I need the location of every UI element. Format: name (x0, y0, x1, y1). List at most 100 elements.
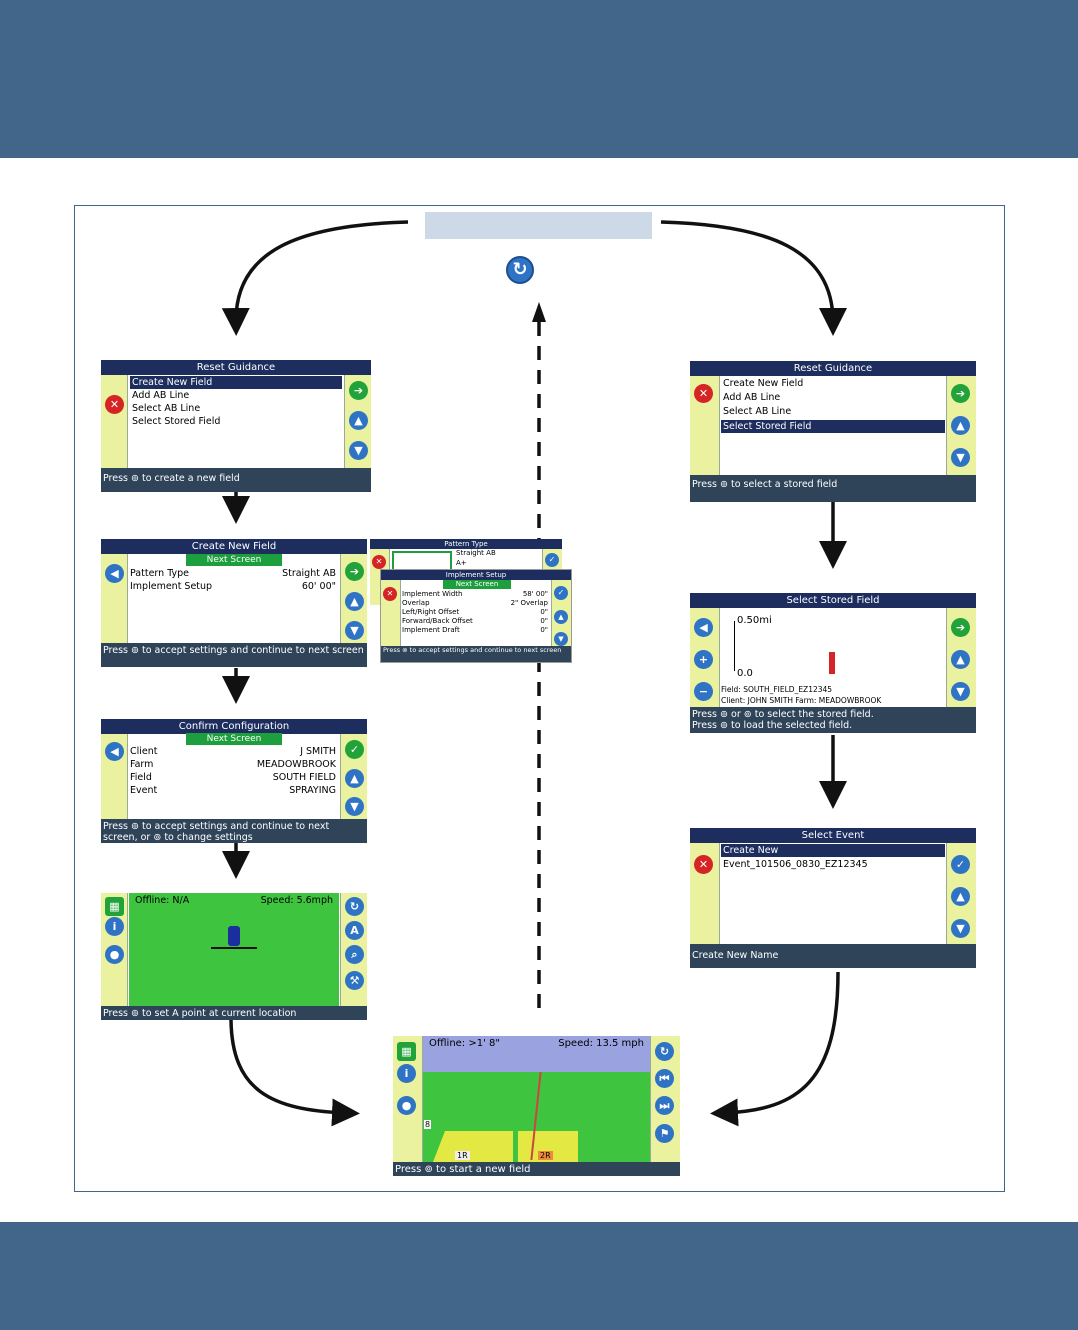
next-arrow-icon[interactable]: ➔ (951, 618, 970, 637)
down-arrow-icon[interactable]: ▼ (951, 448, 970, 467)
reset-guidance-screen-left: Reset Guidance ✕ Create New Field Add AB… (101, 360, 371, 492)
screen-title: Confirm Configuration (101, 719, 367, 734)
top-banner (0, 0, 1078, 158)
down-arrow-icon[interactable]: ▼ (951, 919, 970, 938)
screen-footer: Press ⊚ to set A point at current locati… (101, 1006, 367, 1020)
list-item[interactable]: Select Stored Field (721, 420, 945, 433)
close-icon[interactable]: ✕ (372, 555, 386, 569)
down-arrow-icon[interactable]: ▼ (554, 632, 568, 646)
list-item[interactable]: Add AB Line (132, 390, 190, 401)
select-stored-field-screen: Select Stored Field ◀ + − 0.50mi 0.0 Fie… (690, 593, 976, 733)
info-icon[interactable]: i (105, 917, 124, 936)
zoom-icon[interactable]: ⌕ (345, 945, 364, 964)
swath-left (433, 1131, 513, 1162)
down-arrow-icon[interactable]: ▼ (951, 682, 970, 701)
up-arrow-icon[interactable]: ▲ (951, 887, 970, 906)
screen-footer: Press ⊚ to create a new field (101, 468, 371, 492)
up-arrow-icon[interactable]: ▲ (345, 769, 364, 788)
speed-readout: Speed: 13.5 mph (558, 1038, 644, 1049)
list-item[interactable]: Create New Field (130, 376, 342, 389)
next-screen-button[interactable]: Next Screen (443, 580, 511, 589)
list-item[interactable]: Event_101506_0830_EZ12345 (723, 859, 868, 870)
check-icon[interactable]: ✓ (345, 740, 364, 759)
next-arrow-icon[interactable]: ➔ (349, 381, 368, 400)
close-icon[interactable]: ✕ (383, 587, 397, 601)
a-point-icon[interactable]: A (345, 921, 364, 940)
scale-bottom: 0.0 (737, 668, 753, 679)
map-icon[interactable]: ▦ (105, 897, 124, 916)
screen-footer: Press ⊚ to select a stored field (690, 475, 976, 502)
arrow-s4-b (229, 1019, 360, 1127)
field-icon[interactable]: ⚑ (655, 1124, 674, 1143)
vehicle-icon (228, 926, 240, 946)
next-arrow-icon[interactable]: ➔ (345, 562, 364, 581)
screen-title: Pattern Type (370, 539, 562, 549)
next-screen-button[interactable]: Next Screen (186, 733, 282, 745)
skip-forward-icon[interactable]: ⏭ (655, 1096, 674, 1115)
back-arrow-icon[interactable]: ◀ (105, 564, 124, 583)
refresh-icon[interactable]: ↻ (345, 897, 364, 916)
screen-footer: Press ⊚ to start a new field (393, 1162, 680, 1176)
info-icon[interactable]: i (397, 1064, 416, 1083)
offline-readout: Offline: >1' 8" (429, 1038, 500, 1049)
field-marker-icon (829, 652, 835, 674)
check-icon[interactable]: ✓ (951, 855, 970, 874)
map-icon[interactable]: ▦ (397, 1042, 416, 1061)
reset-guidance-screen-right: Reset Guidance ✕ Create New Field Add AB… (690, 361, 976, 502)
refresh-icon[interactable]: ↻ (655, 1042, 674, 1061)
user-icon[interactable]: ● (397, 1096, 416, 1115)
next-arrow-icon[interactable]: ➔ (951, 384, 970, 403)
close-icon[interactable]: ✕ (694, 384, 713, 403)
screen-footer: Press ⊚ to accept settings and continue … (101, 643, 367, 667)
list-item[interactable]: Add AB Line (723, 392, 781, 403)
row-label: 8 (424, 1120, 432, 1129)
close-icon[interactable]: ✕ (105, 395, 124, 414)
down-arrow-icon[interactable]: ▼ (349, 441, 368, 460)
down-arrow-icon[interactable]: ▼ (345, 797, 364, 816)
check-icon[interactable]: ✓ (554, 586, 568, 600)
up-arrow-icon[interactable]: ▲ (951, 416, 970, 435)
screen-footer: Press ⊚ to accept settings and continue … (101, 819, 367, 843)
down-arrow-icon[interactable]: ▼ (345, 621, 364, 640)
check-icon[interactable]: ✓ (545, 553, 559, 567)
pattern-option[interactable]: Straight AB (456, 549, 496, 557)
up-arrow-icon[interactable]: ▲ (951, 650, 970, 669)
back-arrow-icon[interactable]: ◀ (694, 618, 713, 637)
pattern-option[interactable]: A+ (456, 559, 467, 567)
zoom-out-icon[interactable]: − (694, 682, 713, 701)
zoom-in-icon[interactable]: + (694, 650, 713, 669)
back-arrow-icon[interactable]: ◀ (105, 742, 124, 761)
up-arrow-icon[interactable]: ▲ (345, 592, 364, 611)
skip-back-icon[interactable]: ⏮ (655, 1069, 674, 1088)
screen-footer: Press ⊚ to accept settings and continue … (381, 646, 571, 662)
field-view (129, 893, 339, 1006)
start-bar (425, 212, 652, 239)
list-item[interactable]: Select AB Line (723, 406, 792, 417)
sky-view (423, 1036, 650, 1072)
up-arrow-icon[interactable]: ▲ (349, 411, 368, 430)
list-item[interactable]: Create New (721, 844, 945, 857)
list-item[interactable]: Select AB Line (132, 403, 201, 414)
wrench-icon[interactable]: ⚒ (345, 971, 364, 990)
next-screen-button[interactable]: Next Screen (186, 554, 282, 566)
user-icon[interactable]: ● (105, 945, 124, 964)
close-icon[interactable]: ✕ (694, 855, 713, 874)
footer-line: Press ⊚ to load the selected field. (692, 720, 853, 731)
list-item[interactable]: Create New Field (723, 378, 804, 389)
screen-title: Implement Setup (381, 570, 571, 580)
up-arrow-icon[interactable]: ▲ (554, 610, 568, 624)
list-item[interactable]: Select Stored Field (132, 416, 221, 427)
row-label: 2R (538, 1151, 553, 1160)
footer-line: Press ⊚ or ⊚ to select the stored field. (692, 709, 874, 720)
